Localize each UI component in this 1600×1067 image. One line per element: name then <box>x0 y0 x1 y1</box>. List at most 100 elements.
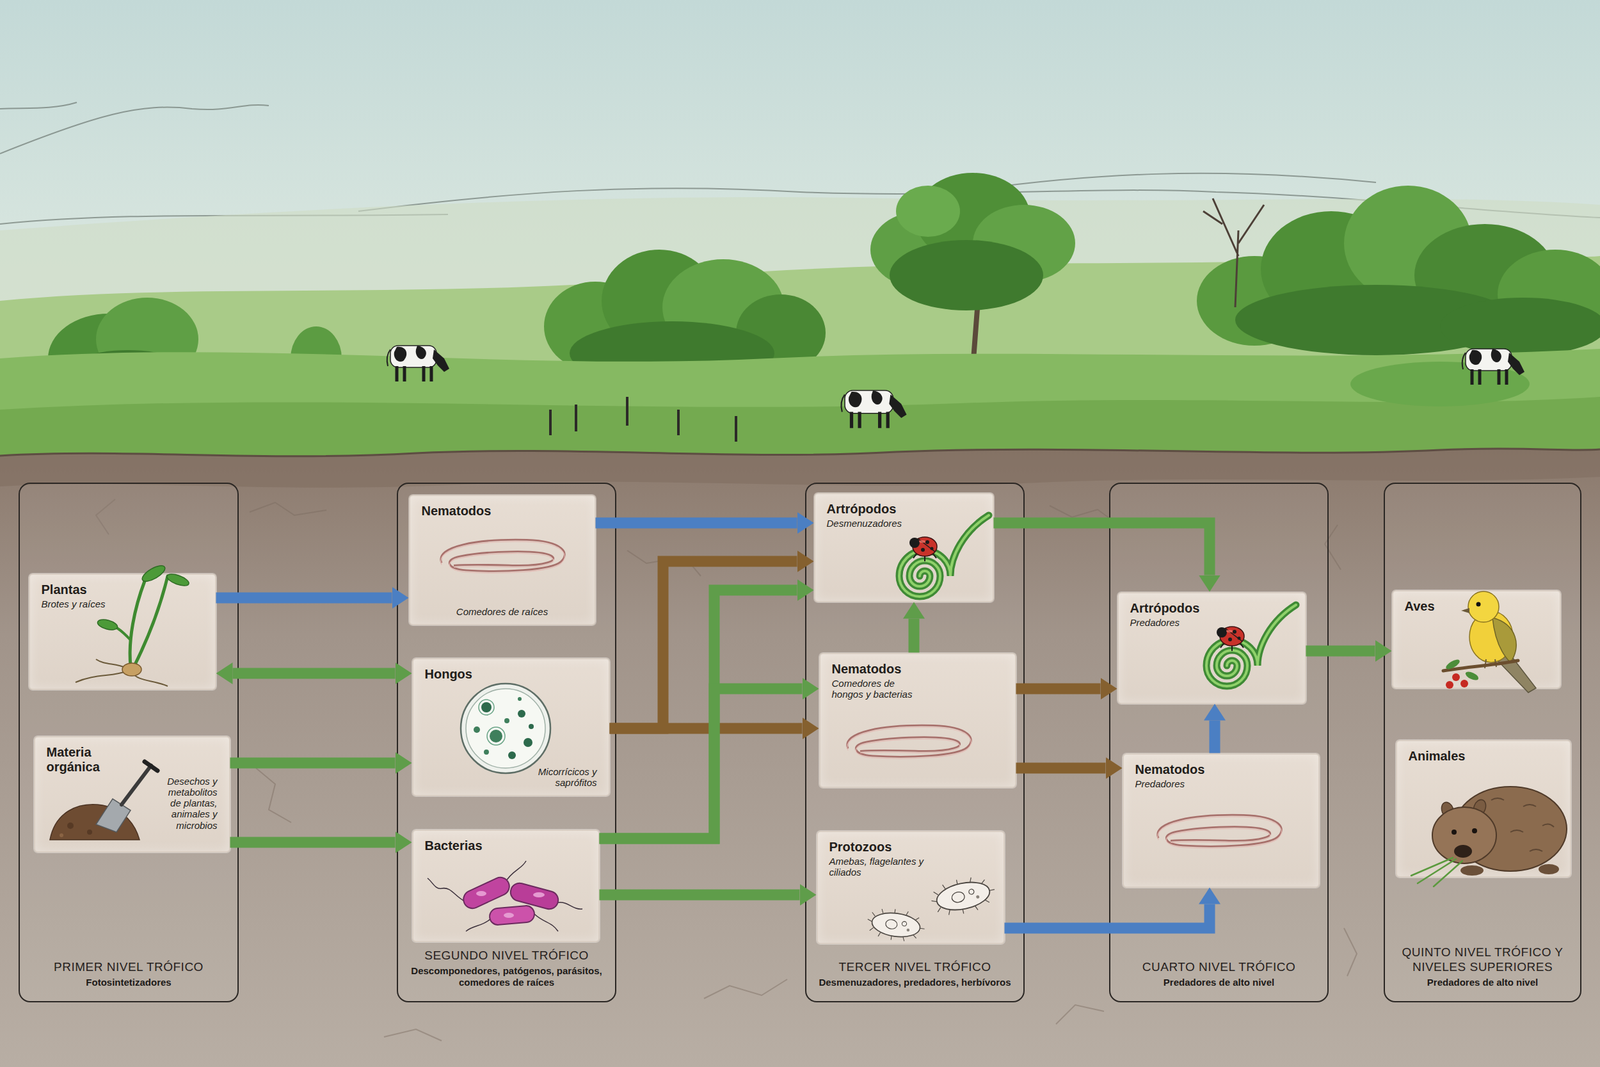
bacteria-figure <box>503 912 514 918</box>
shovel-and-soil <box>121 765 152 805</box>
plant-sprout <box>107 625 131 640</box>
flow-arrow <box>599 590 798 839</box>
mid-hill <box>0 255 1600 487</box>
petri-dish <box>460 683 551 774</box>
box-subtitle: Amebas, flagelantes y ciliados <box>829 855 932 879</box>
box-subtitle: Micorrícicos y saprófitos <box>533 766 598 789</box>
box-title: Nematodos <box>1135 762 1206 777</box>
cow <box>1462 348 1525 385</box>
plant-sprout <box>129 581 145 666</box>
box-subtitle: Desechos y metabolitos de plantas, anima… <box>158 775 218 831</box>
cow <box>841 390 907 429</box>
box-title: Artrópodos <box>826 501 897 517</box>
level-subtitle: Predadores de alto nivel <box>1427 976 1538 989</box>
flow-arrow <box>595 517 798 529</box>
bird-figure <box>1445 680 1454 689</box>
arthropod-figure <box>899 515 989 597</box>
bird-figure <box>1476 602 1481 607</box>
distant-hills <box>0 102 77 109</box>
plant-sprout <box>75 562 191 687</box>
box-title: Materia orgánica <box>46 744 118 775</box>
level-subtitle: Fotosintetizadores <box>85 976 171 989</box>
bacteria-figure <box>460 874 513 911</box>
protozoan-figure <box>928 872 998 920</box>
plant-sprout <box>140 562 168 585</box>
flow-arrow <box>232 668 396 680</box>
bird-figure <box>1464 670 1480 682</box>
shovel-and-soil <box>87 829 93 835</box>
bird-figure <box>1443 660 1519 671</box>
petri-dish <box>523 737 533 747</box>
wombat-figure <box>1460 865 1484 876</box>
nematode-figure <box>440 539 566 573</box>
organism-box: Aves <box>1392 590 1561 689</box>
plant-sprout <box>75 659 168 687</box>
nematode-figure <box>847 725 972 759</box>
box-title: Plantas <box>41 582 88 598</box>
flow-arrow <box>1209 720 1221 754</box>
box-title: Nematodos <box>832 661 902 677</box>
bird-figure <box>1496 646 1536 693</box>
petri-dish <box>481 702 492 713</box>
flow-arrow <box>609 723 803 735</box>
bird-figure <box>1484 659 1497 669</box>
wombat-figure <box>1432 807 1497 864</box>
level-subtitle: Predadores de alto nivel <box>1163 976 1275 989</box>
bird-figure <box>1443 591 1536 693</box>
bacteria-figure <box>427 860 583 932</box>
organism-box: Animales <box>1395 739 1572 878</box>
shovel-and-soil <box>67 822 74 829</box>
soil-cracks <box>1049 505 1117 524</box>
box-title: Protozoos <box>829 839 893 855</box>
soil-cracks <box>627 550 701 576</box>
wombat-figure <box>1472 828 1478 834</box>
box-title: Nematodos <box>421 503 492 519</box>
bacteria-figure <box>533 892 545 898</box>
shovel-and-soil <box>144 761 158 771</box>
box-subtitle: Predadores <box>1130 616 1181 628</box>
bacteria-figure <box>488 904 536 926</box>
plant-sprout <box>122 663 142 676</box>
box-subtitle: Desmenuzadores <box>826 517 903 529</box>
wombat-figure <box>1538 864 1560 875</box>
sky <box>0 0 1600 487</box>
flow-arrow <box>1016 683 1101 695</box>
organism-box: HongosMicorrícicos y saprófitos <box>412 657 610 797</box>
flow-arrow <box>1306 645 1376 657</box>
shovel-and-soil <box>49 761 158 840</box>
organism-box: NematodosPredadores <box>1122 753 1320 888</box>
petri-dish <box>478 699 495 715</box>
petri-dish <box>483 749 489 755</box>
soil <box>0 448 1600 1067</box>
flow-arrow <box>993 522 1211 576</box>
fence-posts <box>550 396 736 442</box>
petri-dish <box>489 729 503 743</box>
bird-figure <box>1460 679 1469 688</box>
plant-sprout <box>134 576 168 666</box>
bacteria-figure <box>427 860 583 932</box>
organism-box: ProtozoosAmebas, flagelantes y ciliados <box>816 830 1005 944</box>
wombat-figure <box>1439 800 1456 821</box>
organism-box: Bacterias <box>412 829 600 943</box>
soil-cracks <box>384 1029 442 1041</box>
level-title: SEGUNDO NIVEL TRÓFICO <box>424 948 589 964</box>
bird-figure <box>1452 673 1460 681</box>
organism-box: Materia orgánicaDesechos y metabolitos d… <box>33 736 231 853</box>
box-subtitle: Predadores <box>1135 778 1186 790</box>
ground-line <box>0 448 1600 457</box>
flow-arrow <box>908 618 920 653</box>
box-subtitle: Comedores de hongos y bacterias <box>832 677 928 701</box>
petri-dish <box>528 723 534 729</box>
trophic-level-panel: SEGUNDO NIVEL TRÓFICODescomponedores, pa… <box>396 482 617 1003</box>
box-title: Artrópodos <box>1130 600 1200 616</box>
trophic-level-panel: QUINTO NIVEL TRÓFICO Y NIVELES SUPERIORE… <box>1383 482 1582 1003</box>
wombat-figure <box>1491 798 1554 852</box>
nematode-figure <box>1157 814 1282 848</box>
wombat-figure <box>1451 829 1457 835</box>
wombat-figure <box>1411 786 1567 887</box>
shovel-and-soil <box>49 804 140 840</box>
box-title: Bacterias <box>424 838 483 854</box>
